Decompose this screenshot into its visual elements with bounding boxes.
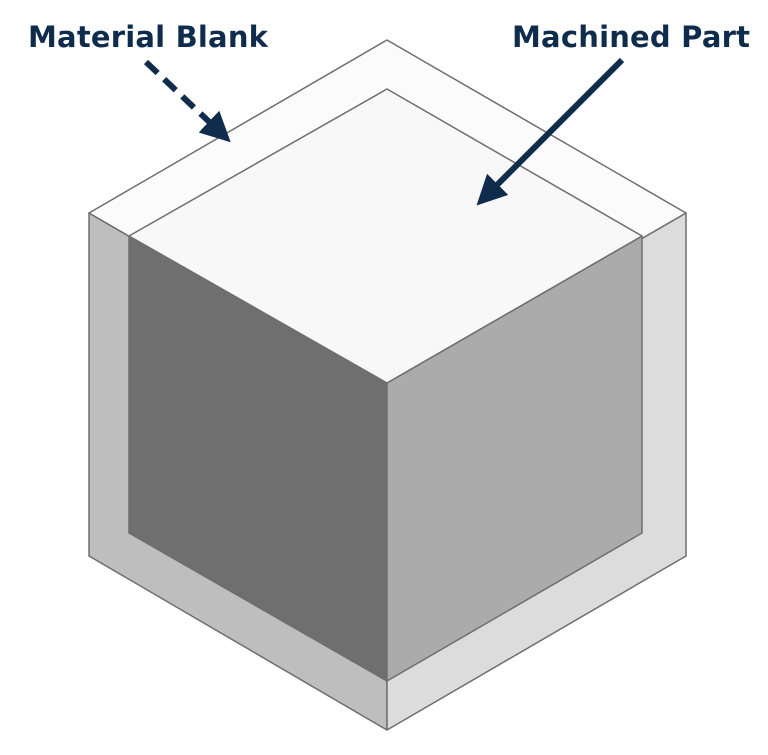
- machined-part-label: Machined Part: [512, 20, 751, 54]
- material-blank-label: Material Blank: [28, 20, 269, 54]
- part-top-face: [128, 88, 643, 384]
- material-blank-arrow: [143, 59, 231, 143]
- machined-part: [128, 88, 643, 682]
- machined-part-arrow: [476, 57, 625, 206]
